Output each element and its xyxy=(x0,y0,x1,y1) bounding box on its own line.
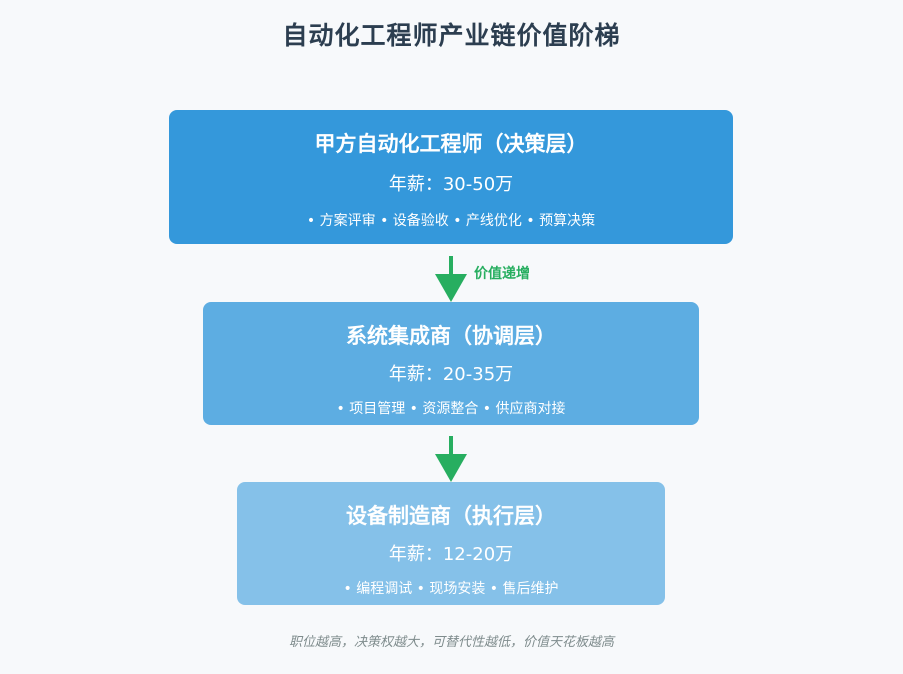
tier-responsibilities: • 方案评审 • 设备验收 • 产线优化 • 预算决策 xyxy=(306,213,596,229)
value-increase-label: 价值递增 xyxy=(474,266,530,282)
page-title: 自动化工程师产业链价值阶梯 xyxy=(282,21,621,50)
down-arrow-icon xyxy=(435,436,467,482)
tier-responsibilities: • 编程调试 • 现场安装 • 售后维护 xyxy=(343,581,559,597)
tier-responsibilities: • 项目管理 • 资源整合 • 供应商对接 xyxy=(336,401,566,417)
tier-coordination-layer: 系统集成商（协调层） 年薪：20-35万 • 项目管理 • 资源整合 • 供应商… xyxy=(203,302,699,425)
tier-title: 系统集成商（协调层） xyxy=(346,324,556,348)
down-arrow-icon xyxy=(435,256,467,302)
tier-decision-layer: 甲方自动化工程师（决策层） 年薪：30-50万 • 方案评审 • 设备验收 • … xyxy=(169,110,733,244)
tier-title: 设备制造商（执行层） xyxy=(346,504,556,528)
footnote: 职位越高，决策权越大，可替代性越低，价值天花板越高 xyxy=(288,635,614,650)
tier-salary: 年薪：20-35万 xyxy=(388,364,514,385)
tier-salary: 年薪：12-20万 xyxy=(388,544,514,565)
tier-salary: 年薪：30-50万 xyxy=(388,174,514,195)
tier-title: 甲方自动化工程师（决策层） xyxy=(314,132,588,156)
tier-execution-layer: 设备制造商（执行层） 年薪：12-20万 • 编程调试 • 现场安装 • 售后维… xyxy=(237,482,665,605)
